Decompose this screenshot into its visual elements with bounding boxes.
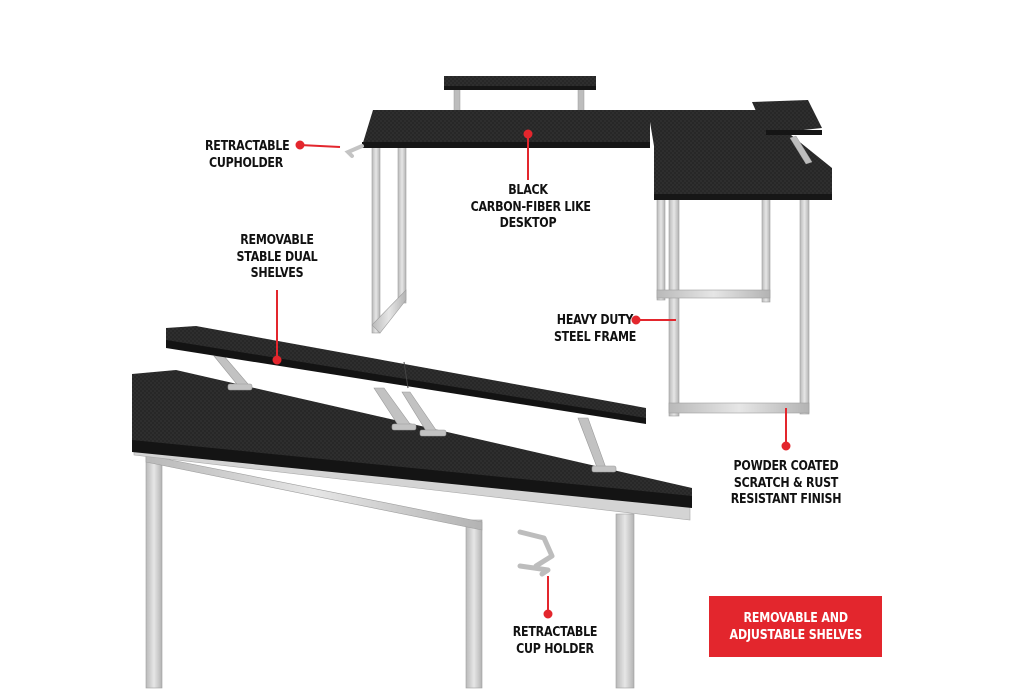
callout-line: CUP HOLDER	[516, 640, 594, 657]
callout-heavy-duty-frame: HEAVY DUTY STEEL FRAME	[550, 312, 640, 345]
desk-corner-legs	[656, 197, 810, 417]
desk-cupholder-arm	[344, 144, 364, 158]
callout-line: CARBON-FIBER LIKE	[470, 198, 591, 215]
callout-removable-dual-shelves: REMOVABLE STABLE DUAL SHELVES	[232, 232, 322, 282]
callout-line: RETRACTABLE	[512, 624, 598, 640]
callout-powder-coated-finish: POWDER COATED SCRATCH & RUST RESISTANT F…	[729, 458, 844, 508]
l-shaped-desk	[344, 76, 832, 417]
callout-leaders	[272, 129, 791, 619]
red-dot-icon	[781, 441, 791, 451]
desk-closeup	[132, 326, 692, 689]
desk-main-top	[362, 110, 650, 148]
closeup-shelf-brackets	[213, 355, 617, 473]
closeup-dual-shelves	[166, 326, 646, 424]
callout-line: SCRATCH & RUST	[733, 474, 839, 491]
callout-line: REMOVABLE	[240, 232, 314, 248]
callout-line: CUPHOLDER	[208, 154, 284, 171]
callout-line: STABLE DUAL	[236, 248, 318, 265]
red-dot-icon	[523, 129, 533, 139]
callout-line: POWDER COATED	[733, 458, 839, 474]
callout-line: RESISTANT FINISH	[730, 491, 842, 507]
callout-line: DESKTOP	[499, 215, 557, 231]
feature-badge: REMOVABLE AND ADJUSTABLE SHELVES	[709, 596, 882, 657]
red-dot-icon	[631, 315, 641, 325]
closeup-cup-holder	[517, 529, 555, 577]
desk-side-shelf	[752, 100, 822, 165]
desk-monitor-shelf	[444, 76, 596, 113]
callout-retractable-cupholder: RETRACTABLE CUPHOLDER	[205, 138, 290, 171]
red-dot-icon	[295, 140, 305, 150]
red-dot-icon	[543, 609, 553, 619]
callout-line: BLACK	[508, 182, 548, 198]
closeup-legs	[145, 451, 635, 689]
desk-left-leg	[371, 144, 407, 334]
callout-line: RETRACTABLE	[205, 138, 290, 154]
callout-black-desktop: BLACK CARBON-FIBER LIKE DESKTOP	[470, 182, 591, 232]
red-dot-icon	[272, 355, 282, 365]
callout-retractable-cup-holder: RETRACTABLE CUP HOLDER	[510, 624, 600, 657]
badge-line: REMOVABLE AND	[743, 609, 848, 626]
badge-line: ADJUSTABLE SHELVES	[729, 626, 862, 643]
callout-line: HEAVY DUTY	[556, 312, 634, 328]
callout-line: STEEL FRAME	[553, 328, 637, 345]
callout-line: SHELVES	[250, 265, 304, 281]
